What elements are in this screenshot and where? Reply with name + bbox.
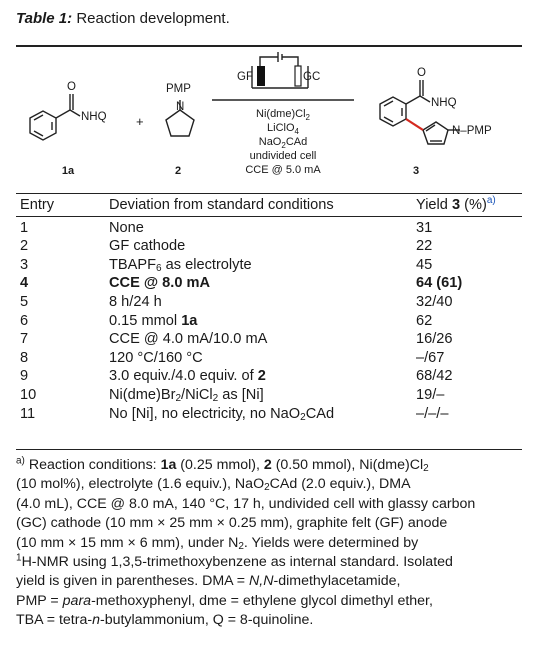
cathode-label: GC xyxy=(303,71,320,83)
nhq-label-3: NHQ xyxy=(431,97,457,109)
anode-label: GF xyxy=(237,71,253,83)
top-rule xyxy=(16,45,522,47)
condition-electrolyte: LiClO4 xyxy=(267,122,300,136)
anode-electrode xyxy=(257,66,265,86)
pyrrole-ring xyxy=(422,121,449,145)
oxygen-label-3: O xyxy=(417,67,426,79)
table-footnote: a) Reaction conditions: 1a (0.25 mmol), … xyxy=(16,455,476,629)
condition-cell: undivided cell xyxy=(250,150,317,162)
footnote-ref: a) xyxy=(486,195,496,207)
header-rule-bottom xyxy=(16,215,522,217)
caption-label: Table 1: xyxy=(16,10,73,27)
compound-number-3: 3 xyxy=(413,165,419,177)
header-yield: Yield 3 (%)a) xyxy=(416,195,496,213)
footnote-marker: a) xyxy=(16,455,25,467)
nitrogen-label-2: N xyxy=(176,101,184,113)
table-bottom-rule xyxy=(16,449,522,451)
pmp-label: PMP xyxy=(166,83,191,95)
header-rule-top xyxy=(16,193,522,195)
table-caption: Table 1: Reaction development. xyxy=(16,10,230,27)
results-table: Entry Deviation from standard conditions… xyxy=(16,196,522,423)
cathode-electrode xyxy=(294,65,302,87)
oxygen-label-1a: O xyxy=(67,81,76,93)
condition-additive: NaO2CAd xyxy=(259,136,307,150)
reaction-scheme: O NHQ + PMP N GF GC O NHQ N–PMP Ni(dme)C… xyxy=(29,52,492,177)
nhq-label-1a: NHQ xyxy=(81,111,107,123)
npmp-label: N–PMP xyxy=(452,125,492,137)
header-deviation: Deviation from standard conditions xyxy=(109,197,334,213)
benzene-ring-1a xyxy=(29,110,57,141)
new-bond xyxy=(405,118,424,131)
table-header: Entry Deviation from standard conditions… xyxy=(16,196,522,215)
condition-catalyst: Ni(dme)Cl2 xyxy=(256,108,311,122)
compound-number-2: 2 xyxy=(175,165,181,177)
plus-sign: + xyxy=(136,114,144,129)
header-entry: Entry xyxy=(20,197,55,213)
condition-current: CCE @ 5.0 mA xyxy=(245,164,321,176)
compound-number-1a: 1a xyxy=(62,165,75,177)
caption-title: Reaction development. xyxy=(76,10,230,27)
pyrrolidine-ring xyxy=(165,109,195,137)
